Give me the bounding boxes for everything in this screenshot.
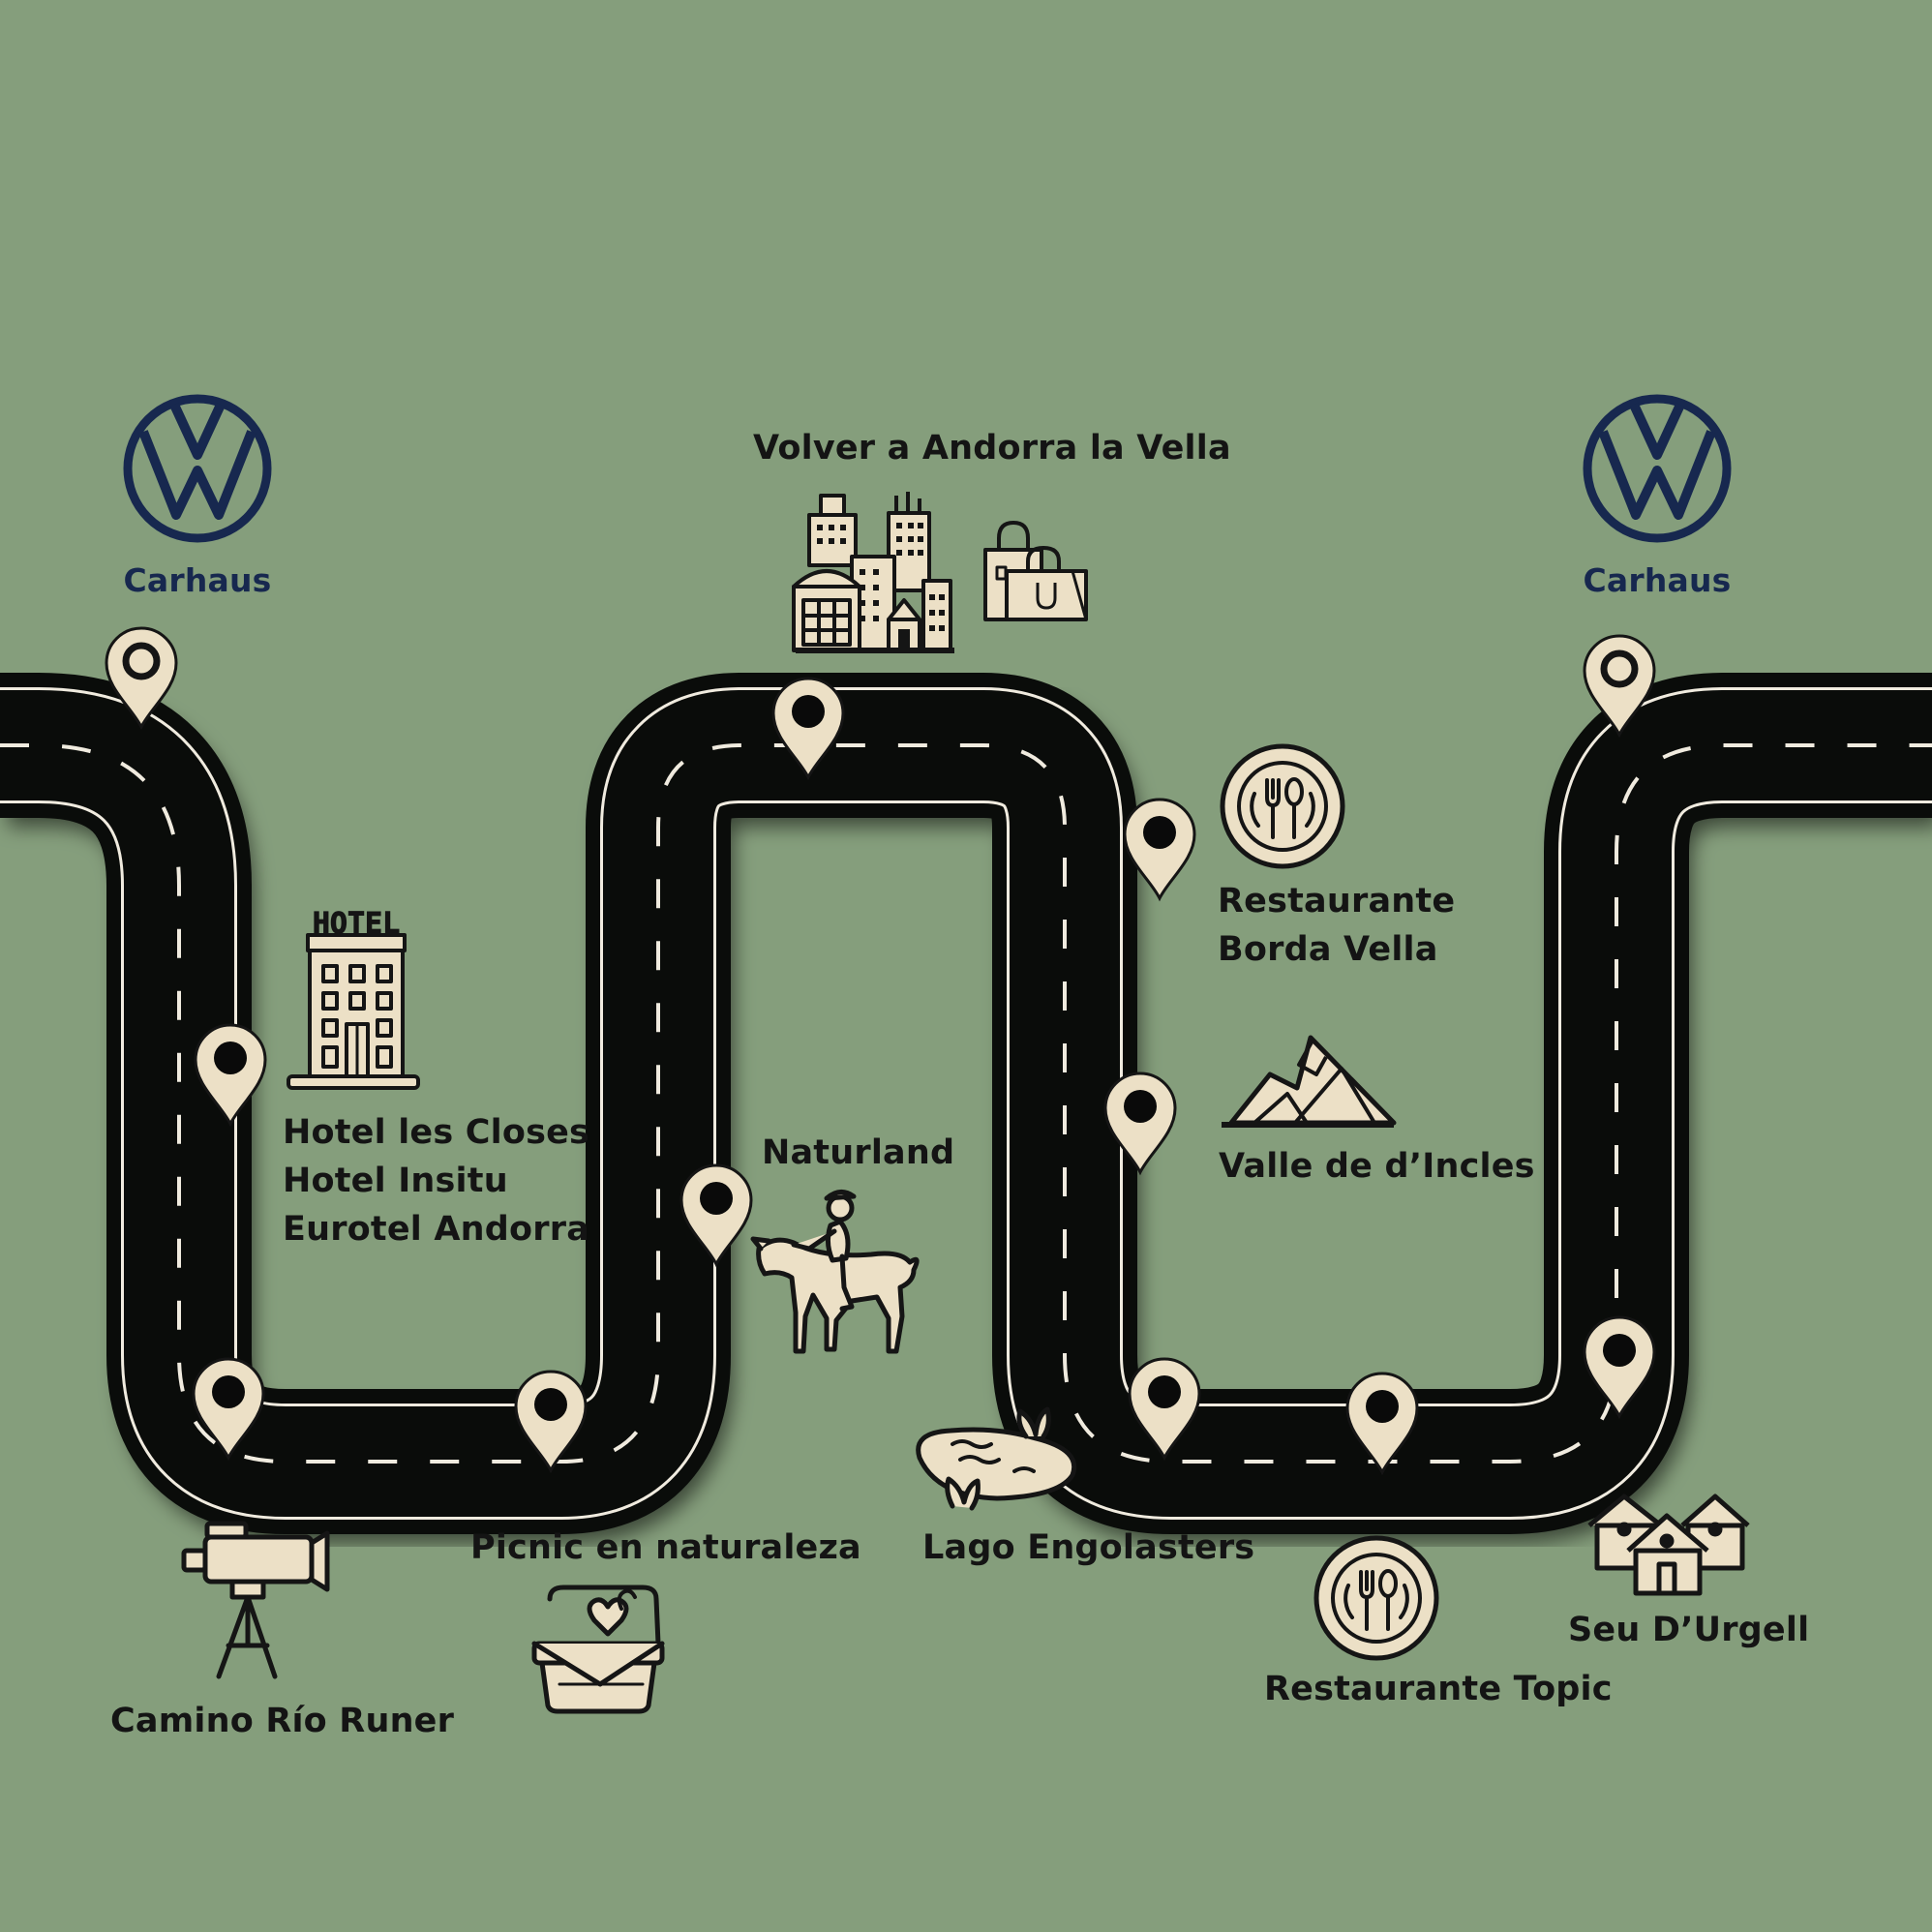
- end-label: Carhaus: [1583, 561, 1732, 599]
- picnic-basket-icon: [531, 1585, 665, 1714]
- plate-cutlery-icon: [1223, 746, 1343, 866]
- restaurant-borda-line: Borda Vella: [1218, 930, 1438, 969]
- video-camera-icon: [181, 1521, 330, 1679]
- volkswagen-logo-icon: [128, 399, 267, 538]
- houses-icon: [1587, 1494, 1750, 1596]
- hotel-name: Eurotel Andorra: [283, 1210, 590, 1249]
- lago-label: Lago Engolasters: [922, 1528, 1255, 1567]
- start-label: Carhaus: [123, 561, 272, 599]
- restaurant-borda-label: Restaurante Borda Vella: [1218, 877, 1455, 974]
- valle-label: Valle de d’Incles: [1219, 1147, 1535, 1186]
- hotel-name: Hotel Insitu: [283, 1162, 508, 1200]
- hotel-sign: HOTEL: [313, 907, 400, 941]
- city-buildings-icon: [792, 492, 954, 653]
- plate-cutlery-icon: [1316, 1538, 1436, 1658]
- horse-rider-icon: [750, 1190, 920, 1354]
- hotels-label: Hotel les Closes Hotel Insitu Eurotel An…: [283, 1108, 589, 1253]
- lake-icon: [916, 1406, 1077, 1511]
- shopping-bags-icon: [983, 521, 1088, 621]
- hotel-icon: [287, 933, 420, 1090]
- restaurant-borda-line: Restaurante: [1218, 882, 1456, 921]
- seu-label: Seu D’Urgell: [1568, 1611, 1810, 1649]
- mountain-icon: [1222, 1035, 1397, 1128]
- picnic-label: Picnic en naturaleza: [470, 1528, 861, 1567]
- volkswagen-logo-icon: [1587, 399, 1727, 538]
- naturland-label: Naturland: [762, 1133, 955, 1172]
- restaurant-topic-label: Restaurante Topic: [1264, 1670, 1613, 1708]
- camino-label: Camino Río Runer: [110, 1702, 455, 1740]
- city-label: Volver a Andorra la Vella: [753, 429, 1231, 468]
- hotel-name: Hotel les Closes: [283, 1113, 590, 1152]
